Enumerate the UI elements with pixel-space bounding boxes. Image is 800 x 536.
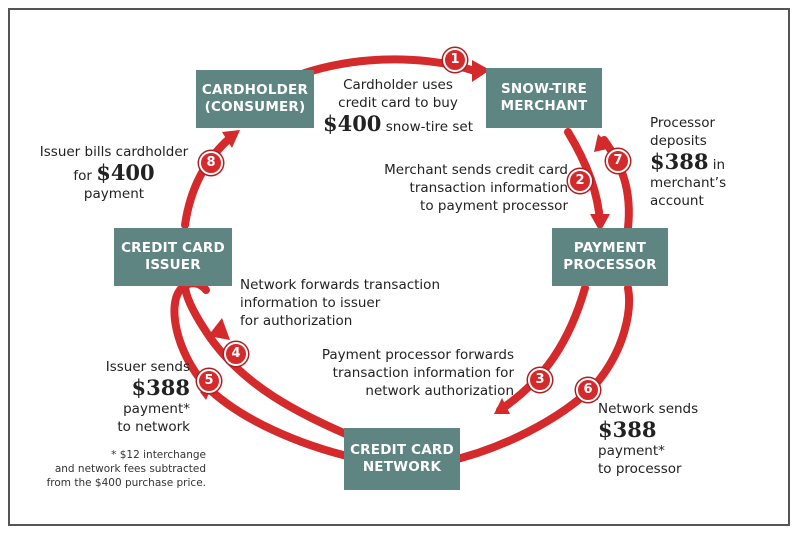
step-5-line-3: payment*	[123, 401, 190, 417]
step-7-line-5: account	[650, 193, 704, 209]
step-7-line-4: merchant’s	[650, 175, 727, 191]
cardholder-label-1: CARDHOLDER	[201, 82, 309, 98]
step-6-text: Network sends $388 payment* to processor	[598, 400, 738, 478]
step-1-after: snow-tire set	[385, 119, 474, 135]
arrowhead-3	[494, 398, 510, 414]
step-1-line-1: Cardholder uses	[343, 77, 453, 93]
arrowhead-8	[222, 130, 240, 148]
step-8-text: Issuer bills cardholder for $400 payment	[32, 143, 196, 203]
step-3-line-2: transaction information for	[332, 365, 514, 381]
step-7-in: in	[712, 157, 726, 173]
processor-box: PAYMENT PROCESSOR	[552, 228, 668, 286]
processor-label-2: PROCESSOR	[563, 257, 657, 273]
step-1-amount: $400	[322, 111, 382, 136]
step-5-line-4: to network	[117, 419, 190, 435]
step-4-line-3: for authorization	[240, 313, 353, 329]
step-8-line-1: Issuer bills cardholder	[39, 144, 189, 160]
arrow-step-3	[496, 284, 589, 414]
footnote-line-1: * $12 interchange	[111, 449, 206, 461]
step-badge-2: 2	[568, 169, 592, 193]
step-4-text: Network forwards transaction information…	[240, 276, 440, 330]
network-label-2: NETWORK	[362, 459, 442, 475]
step-5-line-1: Issuer sends	[105, 359, 190, 375]
step-1-line-2: credit card to buy	[338, 95, 458, 111]
step-badge-8: 8	[199, 151, 223, 175]
step-2-line-1: Merchant sends credit card	[384, 162, 568, 178]
step-1-text: Cardholder uses credit card to buy $400 …	[318, 76, 478, 136]
step-badge-3: 3	[528, 368, 552, 392]
arrowhead-1	[472, 60, 490, 82]
step-7-line-1: Processor	[650, 115, 716, 131]
step-7-line-2: deposits	[650, 133, 707, 149]
step-3-text: Payment processor forwards transaction i…	[318, 346, 514, 400]
step-badge-6: 6	[576, 378, 600, 402]
arrowhead-2	[590, 214, 610, 232]
step-8-line-3: payment	[83, 186, 145, 202]
step-5-text: Issuer sends $388 payment* to network	[90, 358, 190, 436]
step-6-line-1: Network sends	[598, 401, 699, 417]
step-6-amount: $388	[598, 417, 657, 442]
merchant-label-2: MERCHANT	[500, 98, 588, 114]
footnote-line-2: and network fees subtracted	[54, 463, 206, 475]
step-4-line-1: Network forwards transaction	[240, 277, 441, 293]
processor-label-1: PAYMENT	[573, 240, 647, 256]
step-8-for: for	[73, 168, 92, 184]
step-7-text: Processor deposits $388 in merchant’s ac…	[650, 114, 770, 210]
step-2-line-2: transaction information	[409, 180, 568, 196]
merchant-label-1: SNOW-TIRE	[500, 81, 588, 97]
arrowhead-4	[208, 318, 230, 340]
step-badge-7: 7	[606, 149, 630, 173]
merchant-box: SNOW-TIRE MERCHANT	[486, 68, 602, 128]
arrow-step-8	[181, 134, 234, 229]
step-7-amount: $388	[650, 149, 709, 174]
step-6-line-4: to processor	[598, 461, 682, 477]
step-badge-4: 4	[224, 342, 248, 366]
step-2-text: Merchant sends credit card transaction i…	[372, 161, 568, 215]
step-2-line-3: to payment processor	[420, 198, 568, 214]
step-6-line-3: payment*	[598, 443, 665, 459]
step-badge-5: 5	[197, 369, 221, 393]
step-5-amount: $388	[131, 375, 190, 400]
network-label-1: CREDIT CARD	[350, 442, 454, 458]
network-box: CREDIT CARD NETWORK	[344, 428, 460, 490]
cardholder-box: CARDHOLDER (CONSUMER)	[196, 70, 314, 128]
cardholder-label-2: (CONSUMER)	[204, 99, 306, 115]
footnote: * $12 interchange and network fees subtr…	[26, 448, 206, 490]
arrowhead-7	[594, 134, 612, 152]
footnote-line-3: from the $400 purchase price.	[46, 477, 206, 489]
step-3-line-1: Payment processor forwards	[321, 347, 514, 363]
step-8-amount: $400	[96, 160, 155, 185]
issuer-label-2: ISSUER	[145, 257, 201, 273]
step-3-line-3: network authorization	[365, 383, 514, 399]
step-badge-1: 1	[443, 48, 467, 72]
step-4-line-2: information to issuer	[240, 295, 381, 311]
issuer-box: CREDIT CARD ISSUER	[114, 228, 232, 286]
issuer-label-1: CREDIT CARD	[121, 240, 225, 256]
